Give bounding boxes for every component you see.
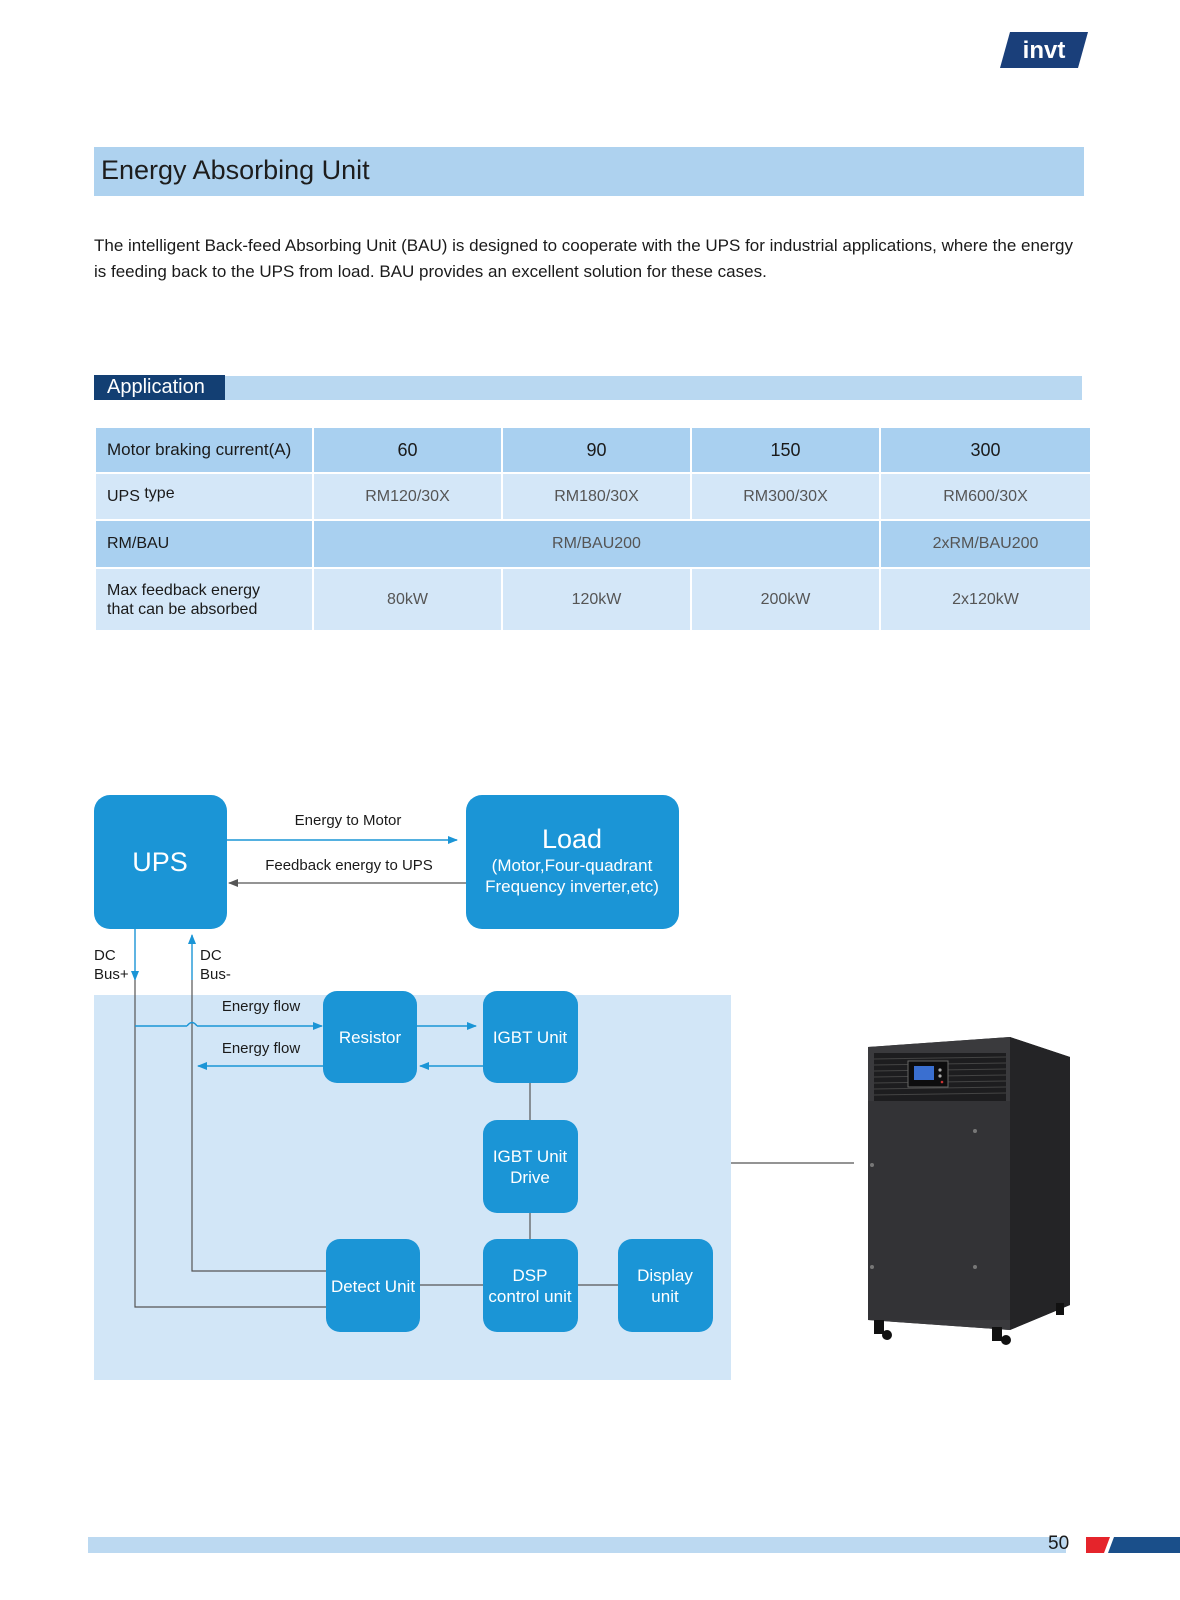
table-cell: 150 (690, 426, 881, 474)
display-unit-box (618, 1239, 713, 1332)
application-band (94, 376, 1082, 400)
igbt-drive-label-2: Drive (510, 1168, 550, 1187)
dsp-label-2: control unit (488, 1287, 571, 1306)
table-cell: RM120/30X (312, 472, 503, 521)
section-title: Energy Absorbing Unit (101, 155, 370, 185)
section-title-band: Energy Absorbing Unit (94, 147, 1084, 196)
detect-unit-label: Detect Unit (331, 1277, 415, 1296)
row-label-ups-type: UPS type (94, 472, 314, 521)
application-label: Application (107, 376, 205, 398)
dc-bus-plus-1: DC (94, 947, 116, 964)
table-cell: RM300/30X (690, 472, 881, 521)
energy-flow-hop (186, 1021, 198, 1027)
ups-label: UPS (132, 847, 188, 877)
table-cell: 80kW (312, 567, 503, 632)
ups-label-main: UPS (107, 487, 140, 505)
energy-to-motor-label: Energy to Motor (295, 812, 402, 829)
table-cell: 60 (312, 426, 503, 474)
load-sub1: (Motor,Four-quadrant (492, 856, 653, 875)
application-tag: Application (94, 375, 225, 400)
dsp-box (483, 1239, 578, 1332)
invt-logo: invt (1000, 32, 1088, 68)
table-cell: RM/BAU200 (312, 519, 881, 569)
load-title: Load (542, 824, 602, 854)
resistor-box (323, 991, 417, 1083)
display-label-1: Display (637, 1266, 693, 1285)
row-label-rmbau: RM/BAU (94, 519, 314, 569)
table-cell: 2x120kW (879, 567, 1092, 632)
igbt-unit-box (483, 991, 578, 1083)
table-cell: 90 (501, 426, 692, 474)
logo-text: invt (1023, 37, 1066, 64)
table-cell: RM180/30X (501, 472, 692, 521)
igbt-drive-label-1: IGBT Unit (493, 1147, 568, 1166)
detect-unit-box (326, 1239, 420, 1332)
resistor-label: Resistor (339, 1028, 402, 1047)
intro-paragraph: The intelligent Back-feed Absorbing Unit… (94, 236, 1073, 281)
dc-bus-plus-line (134, 980, 326, 1308)
load-sub2: Frequency inverter,etc) (485, 877, 659, 896)
table-cell: 300 (879, 426, 1092, 474)
energy-flow-label-1: Energy flow (222, 998, 301, 1015)
dc-bus-minus-line (191, 980, 326, 1272)
dc-bus-plus-2: Bus+ (94, 966, 129, 983)
table-cell: 2xRM/BAU200 (879, 519, 1092, 569)
table-cell: 120kW (501, 567, 692, 632)
page-number: 50 (1048, 1533, 1070, 1554)
bau-cabinet-image (868, 1037, 1070, 1345)
row-label-braking-current: Motor braking current(A) (94, 426, 314, 474)
igbt-drive-box (483, 1120, 578, 1213)
bau-block-diagram: UPS Load (Motor,Four-quadrant Frequency … (94, 795, 854, 1380)
igbt-unit-label: IGBT Unit (493, 1028, 568, 1047)
table-row-ups-type: UPS type RM120/30X RM180/30X RM300/30X R… (94, 472, 1092, 521)
max-energy-label-line1: Max feedback energy (107, 581, 260, 599)
table-row-rmbau: RM/BAU RM/BAU200 2xRM/BAU200 (94, 519, 1092, 569)
dsp-label-1: DSP (513, 1266, 548, 1285)
table-cell: RM600/30X (879, 472, 1092, 521)
spec-table: Motor braking current(A) 60 90 150 300 U… (94, 426, 1092, 632)
display-label-2: unit (651, 1287, 679, 1306)
dc-bus-minus-2: Bus- (200, 966, 231, 983)
dc-bus-minus-1: DC (200, 947, 222, 964)
energy-flow-label-2: Energy flow (222, 1040, 301, 1057)
footer-accent (1086, 1537, 1180, 1553)
row-label-max-energy: Max feedback energy that can be absorbed (94, 567, 314, 632)
ups-box (94, 795, 227, 929)
load-box (466, 795, 679, 929)
table-row-braking-current: Motor braking current(A) 60 90 150 300 (94, 426, 1092, 474)
feedback-label: Feedback energy to UPS (265, 857, 433, 874)
table-cell: 200kW (690, 567, 881, 632)
footer-bar (88, 1537, 1066, 1553)
table-row-max-energy: Max feedback energy that can be absorbed… (94, 567, 1092, 632)
max-energy-label-line2: that can be absorbed (107, 600, 258, 618)
ups-label-sub: type (144, 484, 175, 502)
